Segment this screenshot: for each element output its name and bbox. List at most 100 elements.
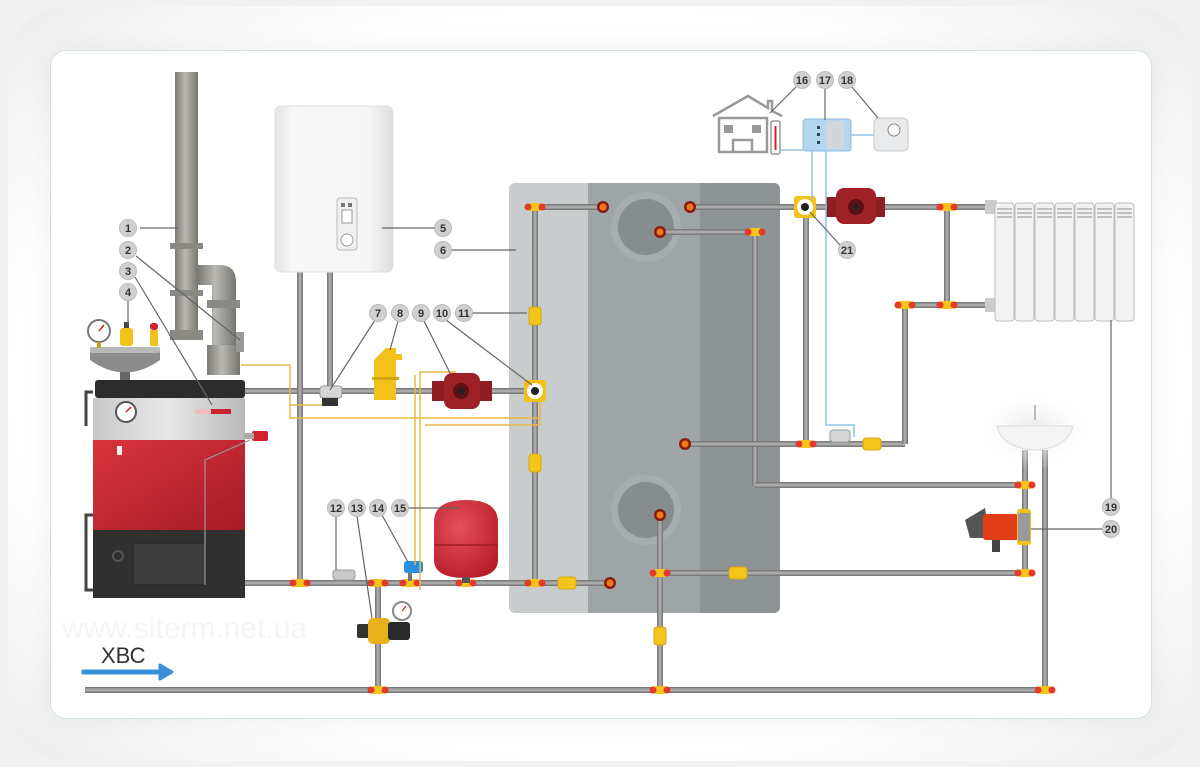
- callout-number-7: 7: [375, 308, 381, 320]
- radiator-fin: [997, 212, 1012, 214]
- washbasin: [974, 390, 1094, 470]
- tee-fitting: [529, 203, 541, 211]
- radiator-valve: [985, 298, 997, 312]
- callout-leader-line: [135, 255, 241, 341]
- fitting-nut: [381, 579, 389, 587]
- air-separator: [372, 348, 402, 400]
- fitting-nut: [950, 203, 958, 211]
- fitting-nut: [1014, 481, 1022, 489]
- callout-number-4: 4: [125, 287, 132, 299]
- tee-fitting: [529, 579, 541, 587]
- air-vent-icon: [120, 328, 133, 346]
- callout-leader-line: [851, 86, 879, 119]
- radiator-fin: [997, 216, 1012, 218]
- fitting-nut: [455, 579, 463, 587]
- callout-leader-line: [445, 319, 533, 386]
- fitting-nut: [950, 301, 958, 309]
- pipe-segment: [660, 570, 1025, 576]
- shutoff-valve: [557, 576, 577, 590]
- pipe-segment: [297, 272, 303, 583]
- fitting-nut: [1028, 481, 1036, 489]
- solid-fuel-boiler: [84, 380, 268, 598]
- pipe-segment: [755, 482, 1025, 488]
- radiator-fin: [1057, 208, 1072, 210]
- callout-badge: [412, 304, 430, 322]
- callout-badge: [119, 283, 137, 301]
- callout-badge: [455, 304, 473, 322]
- callout-badge: [391, 499, 409, 517]
- control-wires: [781, 134, 874, 437]
- callout-badge: [1102, 498, 1120, 516]
- radiator-section: [994, 202, 1015, 322]
- callout-number-16: 16: [796, 75, 808, 87]
- callout-badge: [434, 219, 452, 237]
- chimney: [170, 72, 244, 375]
- fitting-nut: [1034, 686, 1042, 694]
- radiator-fin: [1077, 212, 1092, 214]
- radiator-fin: [1077, 216, 1092, 218]
- dhw-recirculation-pump: [965, 508, 1031, 552]
- pipe-segment: [1042, 450, 1048, 690]
- pipe-segment: [944, 207, 950, 305]
- callout-number-14: 14: [372, 503, 385, 515]
- fitting-nut: [1048, 686, 1056, 694]
- pipe-segment: [685, 441, 905, 447]
- radiator-section: [1074, 202, 1095, 322]
- callout-number-21: 21: [841, 245, 853, 257]
- radiator-fin: [1057, 212, 1072, 214]
- callout-leader-line: [329, 319, 376, 391]
- fitting-nut: [538, 579, 546, 587]
- tank-nozzle-core: [656, 511, 664, 519]
- radiator-fin: [1097, 212, 1112, 214]
- radiator-fin: [1117, 216, 1132, 218]
- callout-badge: [369, 499, 387, 517]
- radiator-fin: [1037, 212, 1052, 214]
- pipe-segment: [657, 515, 663, 690]
- electric-boiler: [274, 105, 394, 273]
- radiator-section: [1034, 202, 1055, 322]
- fitting-nut: [649, 569, 657, 577]
- callout-number-6: 6: [440, 245, 446, 257]
- fitting-nut: [663, 569, 671, 577]
- heating-circuit-pump: [826, 188, 885, 224]
- fitting-nut: [524, 203, 532, 211]
- fitting-nut: [908, 301, 916, 309]
- tank-nozzle-core: [686, 203, 694, 211]
- fitting-nut: [381, 686, 389, 694]
- radiator-fin: [1037, 208, 1052, 210]
- callout-leader-line: [423, 320, 451, 374]
- fitting-nut: [1014, 569, 1022, 577]
- pressure-reducer: [357, 601, 412, 644]
- callout-badge: [838, 71, 856, 89]
- callout-number-3: 3: [125, 266, 131, 278]
- expansion-tank: [434, 500, 498, 583]
- callout-leader-line: [809, 211, 841, 246]
- callout-number-8: 8: [397, 308, 403, 320]
- fitting-nut: [289, 579, 297, 587]
- radiator-fin: [1097, 216, 1112, 218]
- callout-leader-line: [769, 86, 797, 114]
- radiator-fin: [1017, 216, 1032, 218]
- radiator-fin: [997, 208, 1012, 210]
- pipe-segment: [902, 305, 908, 444]
- callout-badge: [119, 219, 137, 237]
- callout-number-15: 15: [394, 503, 406, 515]
- tee-fitting: [1019, 569, 1031, 577]
- callout-badge: [327, 499, 345, 517]
- room-thermostat: [873, 117, 909, 152]
- pipe-segment: [660, 229, 755, 235]
- fitting-nut: [744, 228, 752, 236]
- shutoff-valve: [653, 626, 667, 646]
- tee-fitting: [749, 228, 761, 236]
- tee-fitting: [899, 301, 911, 309]
- controller: [802, 118, 852, 152]
- callout-badge: [119, 241, 137, 259]
- filter: [332, 569, 356, 581]
- callout-leader-line: [389, 320, 399, 351]
- radiator-fin: [1037, 216, 1052, 218]
- radiator-fin: [1057, 216, 1072, 218]
- callout-number-11: 11: [458, 308, 470, 320]
- callout-number-5: 5: [440, 223, 446, 235]
- fitting-nut: [303, 579, 311, 587]
